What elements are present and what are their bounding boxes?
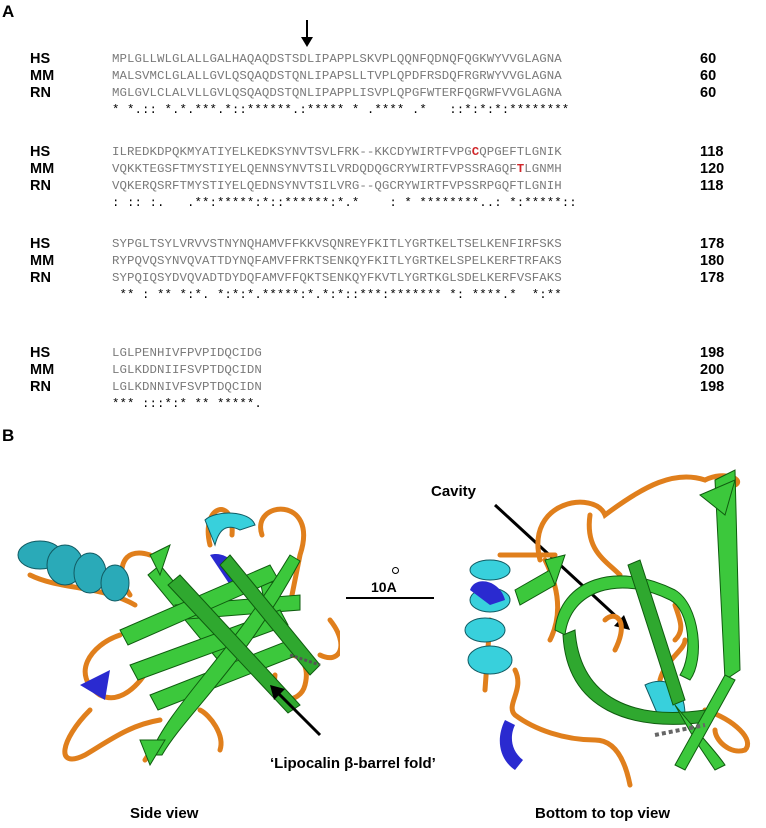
species-label: MM [30,362,55,378]
sequence-part: QPGEFTLGNIK [479,145,562,159]
species-label: MM [30,68,55,84]
position-number: 60 [700,85,717,101]
alignment-row-rn: RN SYPQIQSYDVQVADTDYDQFAMVFFQKTSENKQYFKV… [0,271,766,286]
species-label: RN [30,85,51,101]
alignment-row-mm: MM RYPQVQSYNVQVATTDYNQFAMVFFRKTSENKQYFKI… [0,254,766,269]
sequence: VQKKTEGSFTMYSTIYELQENNSYNVTSILVRDQDQGCRY… [112,162,562,177]
sequence: SYPGLTSYLVRVVSTNYNQHAMVFFKKVSQNREYFKITLY… [112,237,562,251]
position-number: 198 [700,345,725,361]
alignment-row-hs: HS SYPGLTSYLVRVVSTNYNQHAMVFFKKVSQNREYFKI… [0,237,766,252]
sequence: MPLGLLWLGLALLGALHAQAQDSTSDLIPAPPLSKVPLQQ… [112,52,562,66]
sequence: ILREDKDPQKMYATIYELKEDKSYNVTSVLFRK--KKCDY… [112,145,562,160]
sequence-part: ILREDKDPQKMYATIYELKEDKSYNVTSVLFRK--KKCDY… [112,145,472,159]
sequence-part: LGNMH [524,162,562,176]
species-label: RN [30,379,51,395]
species-label: RN [30,270,51,286]
position-number: 180 [700,253,725,269]
alignment-row-mm: MM VQKKTEGSFTMYSTIYELQENNSYNVTSILVRDQDQG… [0,162,766,177]
position-number: 178 [700,270,725,286]
position-number: 120 [700,161,725,177]
conservation-symbols: * *.:: *.*.***.*::******.:***** * .**** … [112,103,570,117]
conservation-row: *** :::*:* ** *****. [0,397,766,412]
alignment-row-hs: HS MPLGLLWLGLALLGALHAQAQDSTSDLIPAPPLSKVP… [0,52,766,67]
conservation-symbols: : :: :. .**:*****:*::******:*.* : * ****… [112,196,577,210]
panel-a-label: A [2,2,15,21]
fold-arrow-icon [270,685,322,737]
side-view-structure [17,506,340,767]
species-label: HS [30,51,51,67]
species-label: MM [30,253,55,269]
highlighted-residue: C [471,145,480,159]
sequence: LGLKDNNIVFSVPTDQCIDN [112,380,262,394]
alignment-row-rn: RN LGLKDNNIVFSVPTDQCIDN 198 [0,380,766,395]
sequence: RYPQVQSYNVQVATTDYNQFAMVFFRKTSENKQYFKITLY… [112,254,562,268]
position-number: 60 [700,51,717,67]
down-arrow-icon [301,20,313,47]
position-number: 60 [700,68,717,84]
position-number: 198 [700,379,725,395]
conservation-row: ** : ** *:*. *:*:*.*****:*.*:*::***:****… [0,288,766,303]
conservation-row: : :: :. .**:*****:*::******:*.* : * ****… [0,196,766,211]
bottom-view-caption: Bottom to top view [535,805,670,822]
sequence: VQKERQSRFTMYSTIYELQEDNSYNVTSILVRG--QGCRY… [112,179,562,193]
alignment-row-mm: MM LGLKDDNIIFSVPTDQCIDN 200 [0,363,766,378]
bottom-view-structure [464,469,750,788]
sequence: MGLGVLCLALVLLGVLQSQAQDSTQNLIPAPPLISVPLQP… [112,86,562,100]
conservation-symbols: *** :::*:* ** *****. [112,397,262,411]
species-label: RN [30,178,51,194]
sequence-part: VQKKTEGSFTMYSTIYELQENNSYNVTSILVRDQDQGCRY… [112,162,517,176]
species-label: HS [30,345,51,361]
alignment-row-rn: RN VQKERQSRFTMYSTIYELQEDNSYNVTSILVRG--QG… [0,179,766,194]
sequence: MALSVMCLGLALLGVLQSQAQDSTQNLIPAPSLLTVPLQP… [112,69,562,83]
alignment-row-hs: HS ILREDKDPQKMYATIYELKEDKSYNVTSVLFRK--KK… [0,145,766,160]
species-label: HS [30,236,51,252]
panel-b-label: B [2,426,15,445]
alignment-row-mm: MM MALSVMCLGLALLGVLQSQAQDSTQNLIPAPSLLTVP… [0,69,766,84]
species-label: MM [30,161,55,177]
cavity-annotation: Cavity [431,483,477,500]
sequence: LGLKDDNIIFSVPTDQCIDN [112,363,262,377]
sequence: LGLPENHIVFPVPIDQCIDG [112,346,262,360]
conservation-symbols: ** : ** *:*. *:*:*.*****:*.*:*::***:****… [112,288,562,302]
fold-annotation: ‘Lipocalin β-barrel fold’ [270,755,436,772]
position-number: 200 [700,362,725,378]
scale-bar-label: 10A [371,579,397,595]
position-number: 178 [700,236,725,252]
highlighted-residue: T [516,162,525,176]
position-number: 118 [700,178,724,194]
alignment-row-rn: RN MGLGVLCLALVLLGVLQSQAQDSTQNLIPAPPLISVP… [0,86,766,101]
side-view-caption: Side view [130,805,199,822]
conservation-row: * *.:: *.*.***.*::******.:***** * .**** … [0,103,766,118]
alignment-row-hs: HS LGLPENHIVFPVPIDQCIDG 198 [0,346,766,361]
species-label: HS [30,144,51,160]
scale-bar [346,597,434,599]
position-number: 118 [700,144,724,160]
sequence: SYPQIQSYDVQVADTDYDQFAMVFFQKTSENKQYFKVTLY… [112,271,562,285]
angstrom-ring-icon [392,567,399,574]
